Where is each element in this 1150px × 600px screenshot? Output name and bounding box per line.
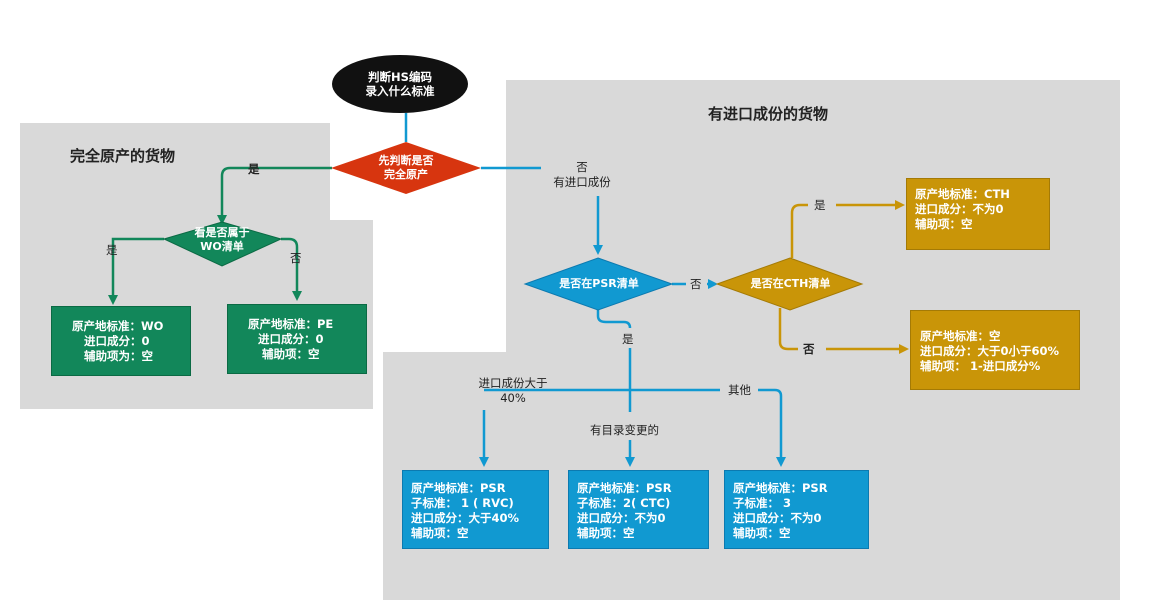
cth-check-diamond-shape [715,257,864,311]
label-branch-catalog-change: 有目录变更的 [590,423,659,437]
wo-check-node: 看是否属于 WO清单 [194,226,250,253]
result-box-pe: 原产地标准：PE 进口成分：0 辅助项：空 [227,304,367,374]
label-no-imported-content: 否 有进口成份 [553,160,611,189]
label-cth-no: 否 [803,342,815,356]
start-oval-shape [332,55,468,113]
result-psr-rvc-line: 进口成分：大于40% [411,511,520,525]
result-psr-ctc-line: 进口成分：不为0 [577,511,666,525]
result-box-wo: 原产地标准：WO 进口成分：0 辅助项为：空 [51,306,191,376]
result-psr-rvc-line: 辅助项：空 [411,526,469,540]
result-pe-line: 原产地标准：PE [248,317,334,331]
result-wo-line: 进口成分：0 [84,334,150,348]
result-box-psr-rvc: 原产地标准：PSR 子标准： 1 ( RVC) 进口成分：大于40% 辅助项：空 [402,470,549,549]
result-empty-line: 辅助项： 1-进口成分% [920,359,1041,373]
result-pe-line: 辅助项：空 [262,347,320,361]
result-psr-ctc-line: 子标准：2( CTC) [577,496,671,510]
result-cth-line: 辅助项：空 [915,217,973,231]
label-yes-complete-origin: 是 [248,162,260,176]
label-wo-yes: 是 [106,243,118,257]
result-wo-line: 原产地标准：WO [72,319,164,333]
result-cth-line: 原产地标准：CTH [915,187,1010,201]
cth-check-node: 是否在CTH清单 [750,277,831,290]
left-panel-title: 完全原产的货物 [70,147,176,165]
psr-check-node: 是否在PSR清单 [559,277,639,290]
result-box-cth: 原产地标准：CTH 进口成分：不为0 辅助项：空 [906,178,1050,250]
label-psr-no: 否 [690,277,702,291]
result-psr-3-line: 子标准： 3 [733,496,792,510]
result-psr-3-line: 进口成分：不为0 [733,511,822,525]
result-psr-3-line: 辅助项：空 [733,526,791,540]
start-node: 判断HS编码 录入什么标准 [365,70,435,98]
label-wo-no: 否 [290,251,302,265]
result-empty-line: 进口成分：大于0小于60% [920,344,1060,358]
label-branch-other: 其他 [728,383,751,397]
result-psr-rvc-line: 子标准： 1 ( RVC) [411,496,514,510]
result-box-psr-3: 原产地标准：PSR 子标准： 3 进口成分：不为0 辅助项：空 [724,470,869,549]
label-cth-yes: 是 [814,198,826,212]
result-pe-line: 进口成分：0 [258,332,324,346]
right-panel-title: 有进口成份的货物 [708,105,829,123]
result-empty-line: 原产地标准：空 [920,329,1001,343]
result-wo-line: 辅助项为：空 [84,349,153,363]
first-check-diamond-shape [331,142,481,194]
result-box-psr-ctc: 原产地标准：PSR 子标准：2( CTC) 进口成分：不为0 辅助项：空 [568,470,709,549]
wo-check-diamond-shape [162,221,283,267]
psr-check-diamond-shape [523,257,674,311]
label-branch-over-40: 进口成份大于 40% [478,376,548,405]
result-box-empty-standard: 原产地标准：空 进口成分：大于0小于60% 辅助项： 1-进口成分% [910,310,1080,390]
first-check-node: 先判断是否 完全原产 [378,154,434,181]
label-psr-yes: 是 [622,332,634,346]
result-psr-rvc-line: 原产地标准：PSR [411,481,506,495]
result-psr-ctc-line: 原产地标准：PSR [577,481,672,495]
result-cth-line: 进口成分：不为0 [915,202,1004,216]
result-psr-ctc-line: 辅助项：空 [577,526,635,540]
result-psr-3-line: 原产地标准：PSR [733,481,828,495]
